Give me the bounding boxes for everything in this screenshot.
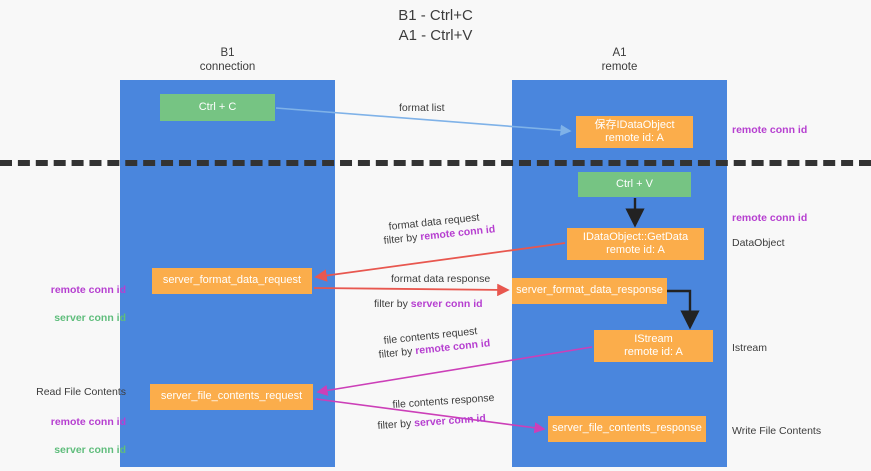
label-server-conn-id-left: server conn id bbox=[54, 312, 126, 324]
label-server-conn-id-left-2: server conn id bbox=[54, 444, 126, 456]
node-server-format-data-request[interactable]: server_format_data_request bbox=[152, 268, 312, 294]
node-istream[interactable]: IStream remote id: A bbox=[594, 330, 713, 362]
edge-label-format-data-response: format data response bbox=[391, 273, 491, 285]
edge-label-file-contents-response: file contents response bbox=[392, 391, 495, 411]
node-server-file-contents-response[interactable]: server_file_contents_response bbox=[548, 416, 706, 442]
label-left-conn-ids-lower: remote conn id server conn id bbox=[51, 401, 126, 471]
edge-label-format-list: format list bbox=[399, 102, 445, 114]
diagram-title: B1 - Ctrl+C A1 - Ctrl+V bbox=[398, 7, 473, 44]
filter-value-server-conn-id: server conn id bbox=[413, 412, 487, 430]
label-left-conn-ids-upper: remote conn id server conn id bbox=[51, 269, 126, 339]
node-ctrl-c[interactable]: Ctrl + C bbox=[160, 94, 275, 121]
label-istream: Istream bbox=[732, 342, 768, 354]
filter-prefix: filter by bbox=[374, 298, 411, 310]
node-server-file-contents-request[interactable]: server_file_contents_request bbox=[150, 384, 313, 410]
label-dataobject: DataObject bbox=[732, 237, 785, 249]
label-write-file-contents: Write File Contents bbox=[732, 425, 822, 437]
filter-prefix: filter by bbox=[383, 231, 421, 247]
phase-divider bbox=[0, 160, 871, 166]
label-remote-conn-id-top: remote conn id bbox=[732, 124, 808, 136]
filter-prefix: filter by bbox=[378, 345, 416, 361]
node-store-idataobject[interactable]: 保存IDataObject remote id: A bbox=[576, 116, 693, 148]
filter-value-server-conn-id: server conn id bbox=[410, 298, 483, 310]
filter-prefix: filter by bbox=[377, 417, 415, 432]
node-ctrl-v[interactable]: Ctrl + V bbox=[578, 172, 691, 197]
label-read-file-contents: Read File Contents bbox=[36, 386, 126, 398]
edge-label-filter-by-server-conn-id-1: filter by server conn id bbox=[374, 297, 483, 311]
node-server-format-data-response[interactable]: server_format_data_response bbox=[512, 278, 667, 304]
edge-label-filter-by-server-conn-id-2: filter by server conn id bbox=[377, 411, 486, 433]
label-remote-conn-id-mid: remote conn id bbox=[732, 212, 808, 224]
arrow-format-data-response bbox=[313, 283, 510, 297]
lane-header-b1: B1 connection bbox=[199, 47, 256, 73]
lane-header-a1: A1 remote bbox=[601, 47, 638, 73]
label-remote-conn-id-left-2: remote conn id bbox=[50, 416, 126, 428]
label-remote-conn-id-left: remote conn id bbox=[50, 284, 126, 296]
node-idataobject-getdata[interactable]: IDataObject::GetData remote id: A bbox=[567, 228, 704, 260]
